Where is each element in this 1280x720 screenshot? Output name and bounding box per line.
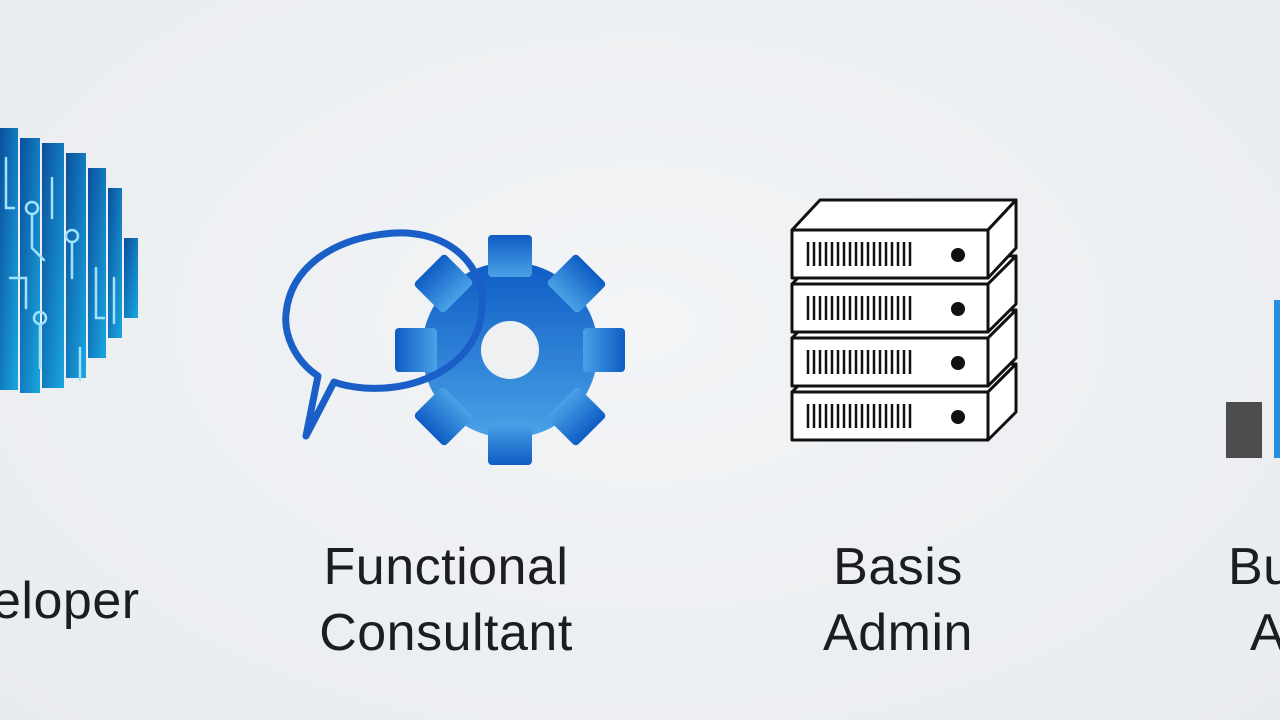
functional-label-line2: Consultant <box>319 604 573 662</box>
developer-label: eloper <box>0 568 140 634</box>
bar-chart-icon <box>1226 300 1280 458</box>
basis-label-line2: Admin <box>823 604 973 662</box>
basis-admin-label: Basis Admin <box>798 534 998 666</box>
server-rack-icon <box>790 198 1018 442</box>
business-label-line2: A <box>1250 604 1280 662</box>
circuit-brain-icon <box>0 128 138 393</box>
business-label: Bu A <box>1228 534 1280 666</box>
chat-gear-icon <box>282 229 625 465</box>
basis-label-line1: Basis <box>833 538 963 596</box>
business-label-line1: Bu <box>1228 538 1280 596</box>
functional-label-line1: Functional <box>323 538 569 596</box>
functional-consultant-label: Functional Consultant <box>296 534 596 666</box>
developer-label-line1: eloper <box>0 572 140 630</box>
